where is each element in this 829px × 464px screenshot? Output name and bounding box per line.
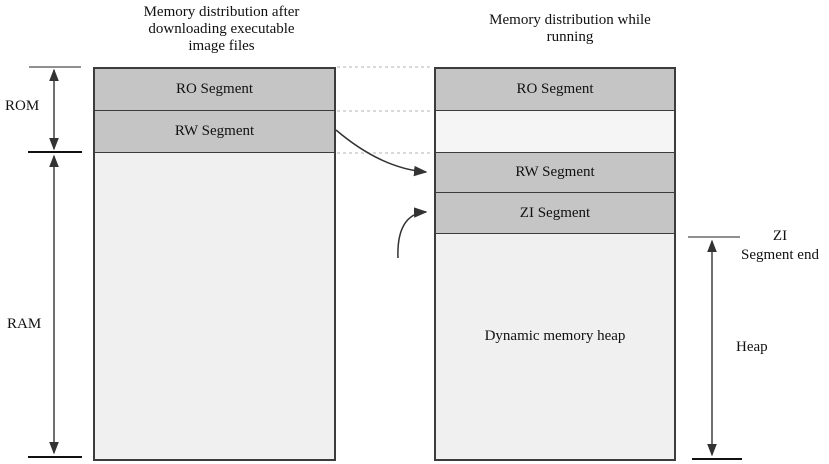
right-rw-segment: RW Segment: [436, 152, 674, 192]
rom-label: ROM: [5, 98, 40, 114]
left-column-title: Memory distribution after downloading ex…: [100, 4, 343, 55]
ram-measure-arrow: [28, 154, 82, 458]
title-line: image files: [188, 38, 255, 54]
title-line: Memory distribution after: [143, 4, 300, 20]
heap-label: Heap: [736, 339, 768, 355]
dynamic-memory-heap-segment: Dynamic memory heap: [436, 233, 674, 459]
right-zi-segment: ZI Segment: [436, 192, 674, 233]
left-ro-segment-label: RO Segment: [175, 81, 254, 97]
left-ro-segment: RO Segment: [95, 69, 334, 110]
zi-relocation-arrow: [397, 207, 428, 259]
left-rw-segment-label: RW Segment: [174, 123, 255, 139]
right-ro-segment: RO Segment: [436, 69, 674, 110]
right-rw-segment-label: RW Segment: [515, 164, 595, 180]
right-ro-segment-label: RO Segment: [516, 81, 594, 97]
zi-segment-end-label: ZI Segment end: [736, 227, 824, 265]
left-empty-region: [95, 152, 334, 459]
right-memory-column: RO Segment RW Segment ZI Segment Dynamic…: [434, 67, 676, 461]
right-zi-segment-label: ZI Segment: [519, 204, 591, 221]
zi-segment-end-line: ZI: [772, 228, 788, 244]
heap-measure-arrow: [688, 236, 742, 460]
left-rw-segment: RW Segment: [95, 110, 334, 152]
dynamic-memory-heap-label: Dynamic memory heap: [484, 328, 626, 344]
title-line: downloading executable: [148, 21, 295, 37]
right-empty-gap: [436, 110, 674, 152]
title-line: running: [546, 29, 594, 45]
alignment-dashed-lines: [337, 66, 433, 154]
title-line: Memory distribution while: [489, 12, 651, 28]
right-column-title: Memory distribution while running: [446, 12, 694, 46]
rw-relocation-arrow: [335, 129, 428, 177]
ram-label: RAM: [7, 316, 42, 332]
left-memory-column: RO Segment RW Segment: [93, 67, 336, 461]
zi-segment-end-line: Segment end: [741, 247, 819, 263]
